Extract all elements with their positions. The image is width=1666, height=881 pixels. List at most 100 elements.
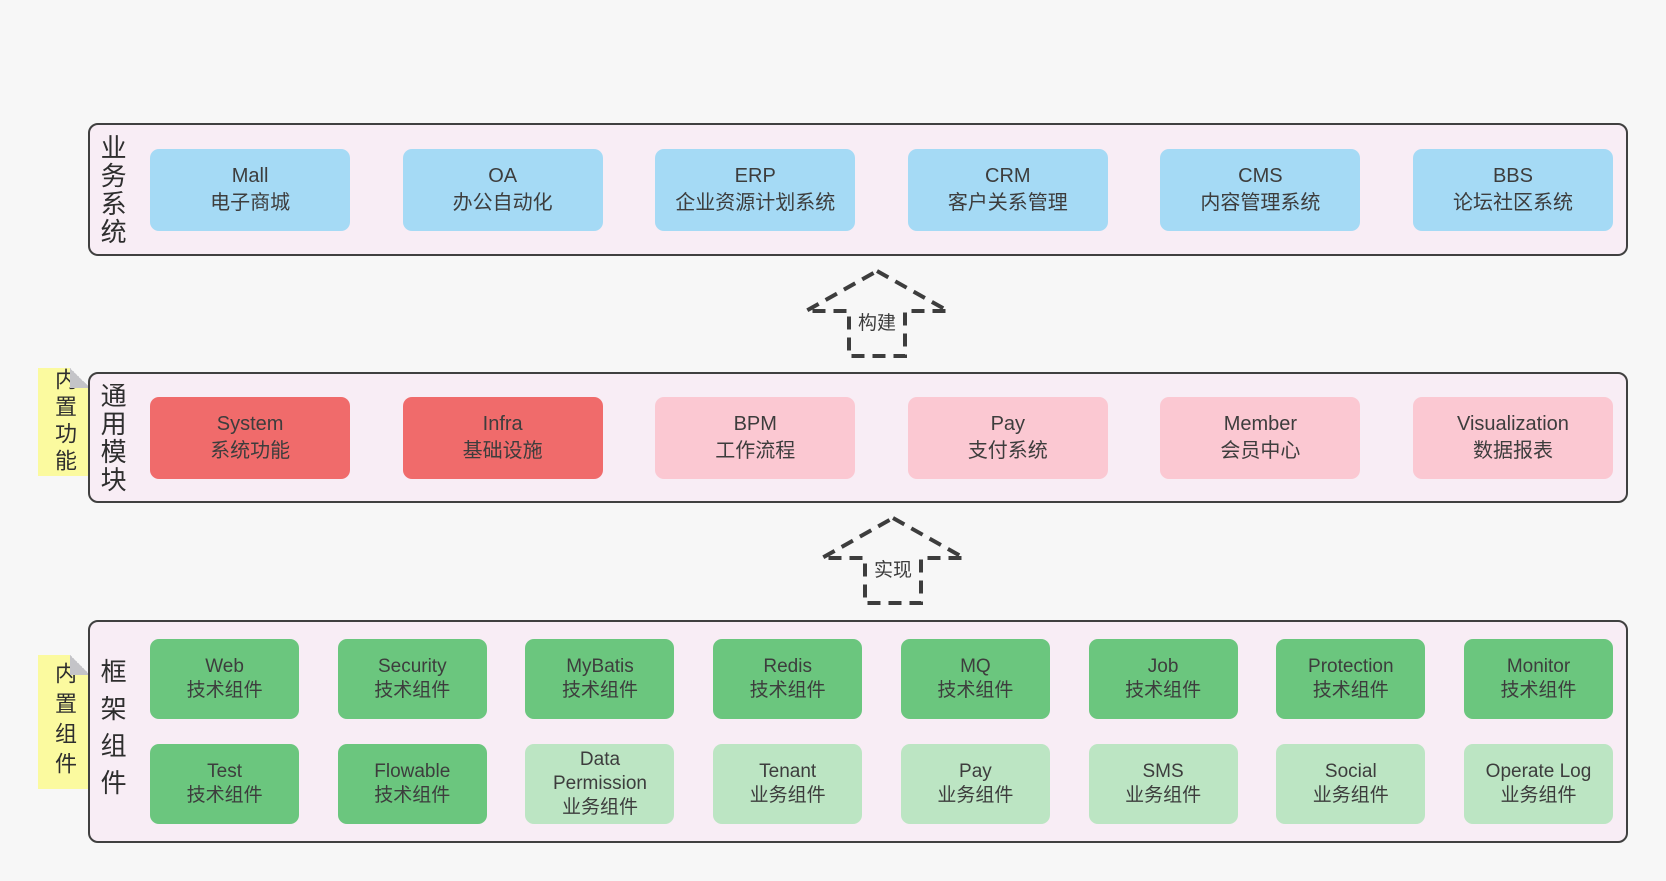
box-social: Social 业务组件 bbox=[1276, 744, 1426, 824]
box-subtitle: 技术组件 bbox=[1500, 680, 1577, 701]
box-subtitle: 技术组件 bbox=[561, 680, 638, 701]
box-subtitle: 会员中心 bbox=[1220, 439, 1301, 462]
box-subtitle: 客户关系管理 bbox=[947, 191, 1068, 214]
box-title: CRM bbox=[985, 164, 1031, 187]
box-title: Social bbox=[1324, 761, 1377, 782]
sticky-label: 内置组件 bbox=[52, 662, 77, 782]
arrow-label: 实现 bbox=[869, 559, 917, 582]
box-visualization: Visualization 数据报表 bbox=[1412, 396, 1613, 479]
box-subtitle: 业务组件 bbox=[1312, 785, 1389, 806]
box-title: SMS bbox=[1142, 761, 1184, 782]
band-boxes: Mall 电子商城 OA 办公自动化 ERP 企业资源计划系统 CRM 客户关系… bbox=[150, 148, 1613, 231]
box-title: Test bbox=[207, 761, 242, 782]
box-infra: Infra 基础设施 bbox=[402, 396, 603, 479]
box-title: MyBatis bbox=[566, 656, 634, 677]
box-subtitle: 工作流程 bbox=[715, 439, 796, 462]
box-title: Data Permission bbox=[552, 749, 647, 794]
components-row-2: Test 技术组件 Flowable 技术组件 Data Permission … bbox=[150, 744, 1613, 824]
box-redis: Redis 技术组件 bbox=[713, 639, 863, 719]
framework-components-band: 框架组件 Web 技术组件 Security 技术组件 MyBatis 技术组件… bbox=[88, 620, 1628, 843]
box-subtitle: 技术组件 bbox=[937, 680, 1014, 701]
components-row-1: Web 技术组件 Security 技术组件 MyBatis 技术组件 Redi… bbox=[150, 639, 1613, 719]
box-subtitle: 技术组件 bbox=[1312, 680, 1389, 701]
box-title: Infra bbox=[482, 412, 523, 435]
box-flowable: Flowable 技术组件 bbox=[337, 744, 487, 824]
box-subtitle: 企业资源计划系统 bbox=[675, 191, 836, 214]
box-subtitle: 内容管理系统 bbox=[1200, 191, 1321, 214]
box-title: ERP bbox=[734, 164, 776, 187]
box-title: CMS bbox=[1238, 164, 1283, 187]
box-subtitle: 技术组件 bbox=[374, 785, 451, 806]
box-title: Visualization bbox=[1457, 412, 1569, 435]
box-subtitle: 业务组件 bbox=[1125, 785, 1202, 806]
band-label: 通用模块 bbox=[97, 381, 128, 494]
box-title: BBS bbox=[1492, 164, 1533, 187]
band-label: 框架组件 bbox=[97, 657, 128, 806]
box-subtitle: 系统功能 bbox=[210, 439, 291, 462]
box-subtitle: 技术组件 bbox=[186, 785, 263, 806]
box-system: System 系统功能 bbox=[150, 396, 351, 479]
common-modules-band: 通用模块 System 系统功能 Infra 基础设施 BPM 工作流程 Pay… bbox=[88, 372, 1628, 503]
box-subtitle: 基础设施 bbox=[462, 439, 543, 462]
box-subtitle: 电子商城 bbox=[210, 191, 291, 214]
box-title: Pay bbox=[990, 412, 1026, 435]
box-subtitle: 数据报表 bbox=[1472, 439, 1553, 462]
box-subtitle: 技术组件 bbox=[186, 680, 263, 701]
box-oa: OA 办公自动化 bbox=[402, 148, 603, 231]
box-bbs: BBS 论坛社区系统 bbox=[1412, 148, 1613, 231]
box-title: Flowable bbox=[374, 761, 451, 782]
box-protection: Protection 技术组件 bbox=[1276, 639, 1426, 719]
business-systems-band: 业务系统 Mall 电子商城 OA 办公自动化 ERP 企业资源计划系统 CRM… bbox=[88, 123, 1628, 256]
box-subtitle: 业务组件 bbox=[937, 785, 1014, 806]
box-subtitle: 业务组件 bbox=[1500, 785, 1577, 806]
folded-corner-icon bbox=[70, 655, 90, 675]
band-rows: Web 技术组件 Security 技术组件 MyBatis 技术组件 Redi… bbox=[150, 639, 1613, 824]
box-title: Protection bbox=[1308, 656, 1394, 677]
box-security: Security 技术组件 bbox=[337, 639, 487, 719]
box-crm: CRM 客户关系管理 bbox=[907, 148, 1108, 231]
box-cms: CMS 内容管理系统 bbox=[1160, 148, 1361, 231]
box-pay-biz: Pay 业务组件 bbox=[900, 744, 1050, 824]
folded-corner-icon bbox=[70, 368, 90, 388]
box-title: Monitor bbox=[1506, 656, 1571, 677]
sticky-note-builtin-features: 内置功能 bbox=[38, 368, 90, 476]
box-title: System bbox=[216, 412, 284, 435]
box-title: MQ bbox=[960, 656, 991, 677]
implement-arrow: 实现 bbox=[818, 515, 968, 607]
arrow-label: 构建 bbox=[853, 312, 901, 335]
box-member: Member 会员中心 bbox=[1160, 396, 1361, 479]
box-mybatis: MyBatis 技术组件 bbox=[525, 639, 675, 719]
box-title: Mall bbox=[231, 164, 269, 187]
up-arrow-icon bbox=[802, 268, 952, 358]
box-data-permission: Data Permission 业务组件 bbox=[525, 744, 675, 824]
box-monitor: Monitor 技术组件 bbox=[1464, 639, 1613, 719]
box-subtitle: 技术组件 bbox=[749, 680, 826, 701]
box-web: Web 技术组件 bbox=[150, 639, 300, 719]
box-mall: Mall 电子商城 bbox=[150, 148, 351, 231]
box-subtitle: 支付系统 bbox=[967, 439, 1048, 462]
box-operate-log: Operate Log 业务组件 bbox=[1464, 744, 1613, 824]
up-arrow-icon bbox=[818, 515, 968, 605]
box-subtitle: 业务组件 bbox=[749, 785, 826, 806]
box-job: Job 技术组件 bbox=[1088, 639, 1238, 719]
box-subtitle: 业务组件 bbox=[561, 797, 638, 818]
box-subtitle: 办公自动化 bbox=[452, 191, 553, 214]
box-title: Pay bbox=[959, 761, 992, 782]
box-title: Web bbox=[205, 656, 244, 677]
box-title: Job bbox=[1147, 656, 1179, 677]
box-title: Operate Log bbox=[1485, 761, 1592, 782]
build-arrow: 构建 bbox=[802, 268, 952, 360]
box-title: Tenant bbox=[759, 761, 817, 782]
box-pay: Pay 支付系统 bbox=[907, 396, 1108, 479]
box-mq: MQ 技术组件 bbox=[900, 639, 1050, 719]
box-sms: SMS 业务组件 bbox=[1088, 744, 1238, 824]
sticky-note-builtin-components: 内置组件 bbox=[38, 655, 90, 789]
box-test: Test 技术组件 bbox=[150, 744, 300, 824]
box-title: Redis bbox=[763, 656, 812, 677]
box-title: Security bbox=[377, 656, 447, 677]
box-subtitle: 技术组件 bbox=[374, 680, 451, 701]
box-tenant: Tenant 业务组件 bbox=[713, 744, 863, 824]
box-bpm: BPM 工作流程 bbox=[655, 396, 856, 479]
box-subtitle: 技术组件 bbox=[1125, 680, 1202, 701]
